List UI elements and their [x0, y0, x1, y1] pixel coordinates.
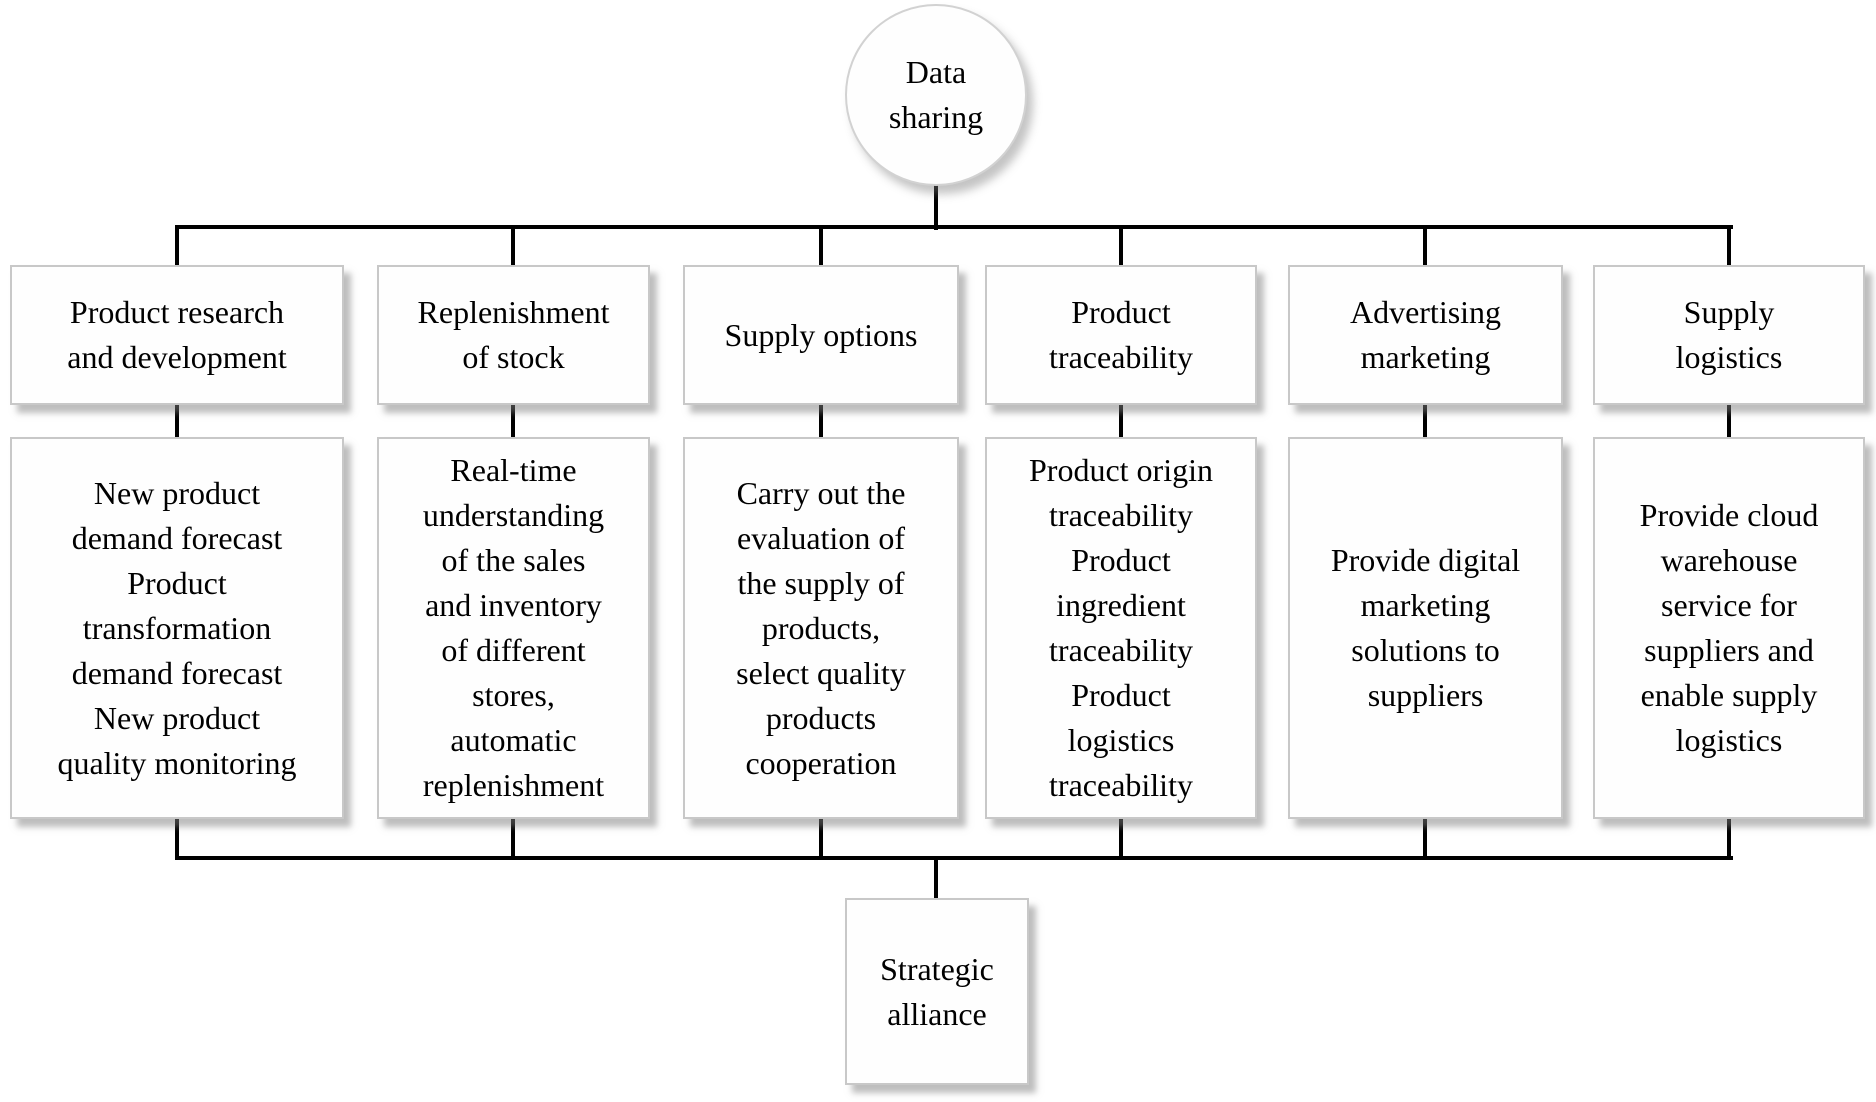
mid-connector-col4	[1119, 403, 1123, 439]
drop-line-col3	[819, 225, 823, 266]
header-label: Product traceability	[1049, 294, 1193, 375]
detail-label: Real-time understanding of the sales and…	[422, 452, 605, 803]
header-label: Replenishment of stock	[417, 294, 610, 375]
header-box-supply-options: Supply options	[683, 265, 959, 405]
header-box-product-traceability: Product traceability	[985, 265, 1257, 405]
bottom-connector-col2	[511, 817, 515, 860]
detail-box-product-traceability: Product origin traceability Product ingr…	[985, 437, 1257, 819]
root-node-data-sharing: Data sharing	[845, 4, 1027, 186]
mid-connector-col5	[1423, 403, 1427, 439]
detail-box-replenishment-of-stock: Real-time understanding of the sales and…	[377, 437, 650, 819]
detail-box-supply-logistics: Provide cloud warehouse service for supp…	[1593, 437, 1865, 819]
bottom-bus-line	[175, 856, 1733, 860]
mid-connector-col6	[1727, 403, 1731, 439]
detail-label: Carry out the evaluation of the supply o…	[736, 474, 906, 781]
bottom-connector-col4	[1119, 817, 1123, 860]
bottom-connector-col6	[1727, 817, 1731, 860]
connector-root-stem	[934, 184, 938, 230]
detail-box-product-research-and-development: New product demand forecast Product tran…	[10, 437, 344, 819]
footer-node-label: Strategic alliance	[880, 950, 994, 1032]
bottom-connector-col1	[175, 817, 179, 860]
header-box-replenishment-of-stock: Replenishment of stock	[377, 265, 650, 405]
mid-connector-col1	[175, 403, 179, 439]
detail-label: Provide digital marketing solutions to s…	[1330, 542, 1521, 713]
drop-line-col2	[511, 225, 515, 266]
drop-line-col4	[1119, 225, 1123, 266]
header-box-product-research-and-development: Product research and development	[10, 265, 344, 405]
footer-node-strategic-alliance: Strategic alliance	[845, 898, 1029, 1085]
drop-line-col6	[1727, 225, 1731, 266]
connector-footer-stem	[934, 856, 938, 900]
mid-connector-col2	[511, 403, 515, 439]
drop-line-col1	[175, 225, 179, 266]
header-label: Supply options	[724, 316, 918, 353]
drop-line-col5	[1423, 225, 1427, 266]
root-node-label: Data sharing	[888, 54, 984, 135]
detail-label: Provide cloud warehouse service for supp…	[1639, 497, 1819, 758]
header-box-supply-logistics: Supply logistics	[1593, 265, 1865, 405]
bottom-connector-col3	[819, 817, 823, 860]
header-box-advertising-marketing: Advertising marketing	[1288, 265, 1563, 405]
header-label: Supply logistics	[1675, 294, 1783, 375]
bottom-connector-col5	[1423, 817, 1427, 860]
detail-label: New product demand forecast Product tran…	[57, 474, 297, 781]
mid-connector-col3	[819, 403, 823, 439]
detail-label: Product origin traceability Product ingr…	[1029, 452, 1213, 803]
header-label: Product research and development	[67, 294, 287, 375]
detail-box-advertising-marketing: Provide digital marketing solutions to s…	[1288, 437, 1563, 819]
top-bus-line	[175, 225, 1733, 229]
header-label: Advertising marketing	[1349, 294, 1502, 375]
detail-box-supply-options: Carry out the evaluation of the supply o…	[683, 437, 959, 819]
